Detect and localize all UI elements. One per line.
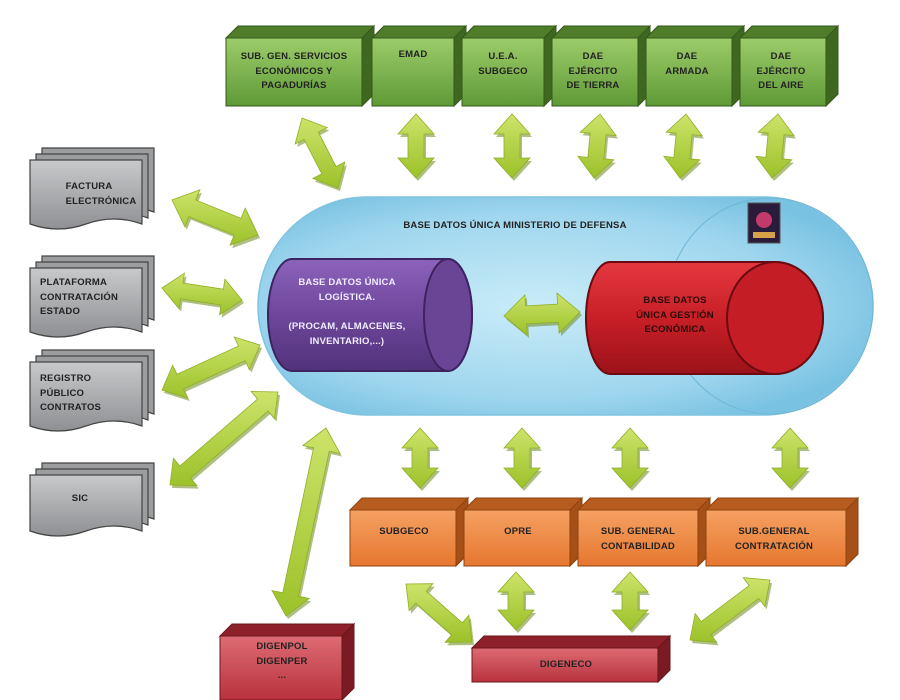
arrow-left-1 [161, 272, 244, 318]
doc-stack-0 [29, 147, 155, 230]
orange-box-sub-general-contabilidad: SUB. GENERAL CONTABILIDAD [600, 526, 676, 552]
arrow-low-0 [405, 583, 474, 646]
arrow-low-2 [611, 571, 650, 633]
top-box-0-shape [224, 24, 376, 108]
arrow-mid-1 [503, 427, 542, 491]
doc-sic: SIC [71, 492, 89, 504]
arrow-between-databases [503, 292, 582, 338]
red-box-digenpol-digenper: DIGENPOL DIGENPER ... [256, 641, 308, 682]
orange-box-2-shape [576, 496, 712, 568]
ministry-logo-icon [747, 202, 781, 244]
orange-box-opre: OPRE [504, 525, 532, 537]
doc-plataforma-contratacion: PLATAFORMA CONTRATACIÓN ESTADO [40, 276, 119, 318]
arrow-top-3 [577, 113, 619, 181]
top-box-sub-gen-servicios: SUB. GEN. SERVICIOS ECONÓMICOS Y PAGADUR… [240, 50, 348, 92]
doc-registro-publico: REGISTRO PÚBLICO CONTRATOS [40, 372, 102, 414]
orange-box-sub-general-contratacion: SUB.GENERAL CONTRATACIÓN [734, 526, 814, 552]
top-box-3-shape [550, 24, 652, 108]
top-box-2-shape [460, 24, 558, 108]
economic-database-cylinder [585, 261, 824, 375]
arrow-top-2 [493, 113, 532, 181]
arrow-left-2 [161, 336, 262, 402]
doc-stack-3 [29, 462, 155, 537]
top-box-dae-armada: DAE ARMADA [665, 51, 709, 77]
orange-box-3-shape [704, 496, 860, 568]
arrow-left-0 [171, 189, 260, 249]
top-box-5-shape [738, 24, 840, 108]
top-box-uea-subgeco: U.E.A. SUBGECO [478, 51, 528, 77]
top-box-1-shape [370, 24, 468, 108]
red-box-0-shape [218, 622, 356, 700]
arrow-mid-0 [401, 427, 440, 491]
doc-stack-2 [29, 349, 155, 432]
arrow-low-3 [689, 577, 772, 646]
logistics-database-label: BASE DATOS ÚNICA LOGÍSTICA. (PROCAM, ALM… [288, 277, 406, 348]
doc-factura-electronica: FACTURA ELECTRÓNICA [65, 181, 137, 207]
arrow-mid-3 [771, 427, 810, 491]
arrow-top-1 [397, 113, 436, 181]
arrow-top-4 [663, 113, 705, 181]
economic-database-label: BASE DATOS ÚNICA GESTIÓN ECONÓMICA [636, 294, 714, 336]
orange-box-subgeco: SUBGECO [379, 525, 429, 537]
arrow-top-0 [294, 117, 347, 191]
logistics-database-cylinder [267, 258, 473, 372]
top-box-dae-ejercito-tierra: DAE EJÉRCITO DE TIERRA [566, 50, 620, 92]
top-box-emad: EMAD [398, 48, 428, 60]
arrow-left-3 [169, 390, 280, 489]
arrow-digenpol [271, 427, 343, 619]
arrow-low-1 [497, 571, 536, 633]
top-box-4-shape [644, 24, 746, 108]
orange-box-0-shape [348, 496, 470, 568]
arrow-mid-2 [611, 427, 650, 491]
central-title: BASE DATOS ÚNICA MINISTERIO DE DEFENSA [403, 219, 627, 231]
red-box-digeneco: DIGENECO [539, 658, 593, 670]
red-box-1-shape [470, 634, 672, 684]
arrow-top-5 [755, 113, 797, 181]
top-box-dae-ejercito-aire: DAE EJÉRCITO DEL AIRE [756, 50, 806, 92]
doc-stack-1 [29, 255, 155, 338]
